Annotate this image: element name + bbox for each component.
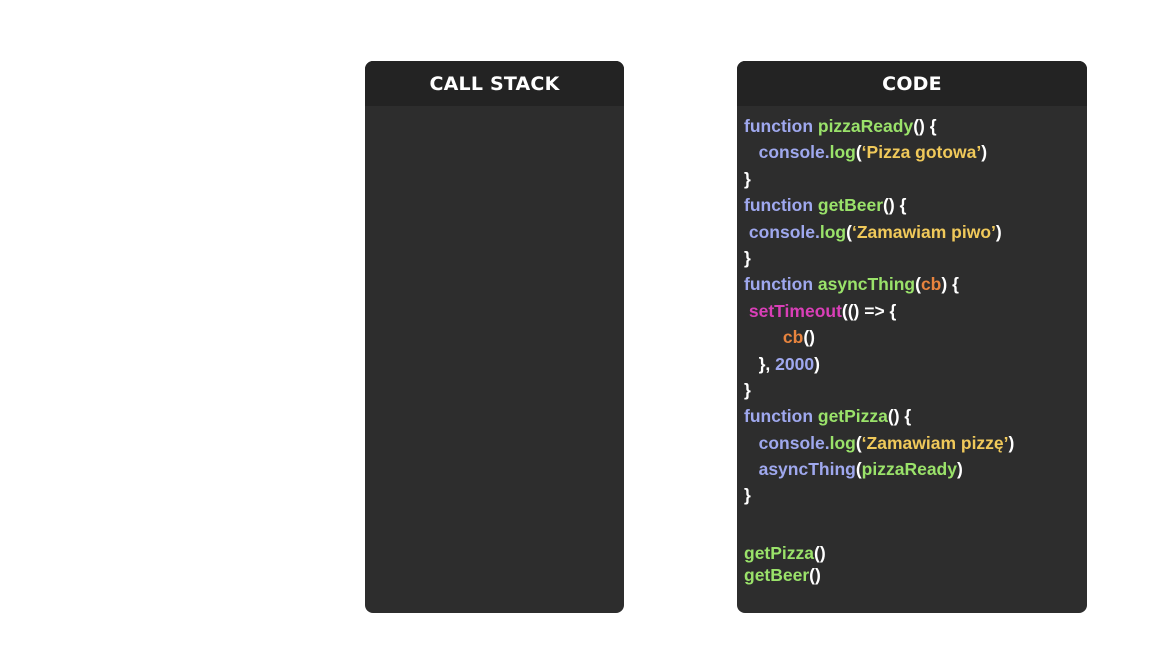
code-line: getPizza() xyxy=(744,542,1087,565)
code-line: asyncThing(pizzaReady) xyxy=(744,456,1087,482)
code-token: () xyxy=(809,565,821,586)
code-token: setTimeout xyxy=(748,300,842,321)
code-line: } xyxy=(744,166,1087,192)
code-line xyxy=(744,509,1087,542)
code-token: getBeer xyxy=(817,195,884,216)
code-token: ) xyxy=(956,459,963,480)
code-token: function xyxy=(744,274,818,295)
code-token: ‘Pizza gotowa’ xyxy=(861,142,982,163)
code-token: function xyxy=(744,406,818,427)
code-token: pizzaReady xyxy=(817,116,914,136)
code-line: function pizzaReady() { xyxy=(744,113,1087,139)
code-token xyxy=(744,459,759,479)
code-token: ( xyxy=(855,459,862,480)
code-token: ‘Zamawiam pizzę’ xyxy=(861,432,1009,453)
code-token: asyncThing xyxy=(817,274,916,295)
code-line: }, 2000) xyxy=(744,351,1087,377)
code-token: function xyxy=(744,195,818,216)
code-token: pizzaReady xyxy=(861,459,957,480)
code-token: } xyxy=(744,247,751,268)
code-token xyxy=(744,327,783,347)
code-token: (() => { xyxy=(841,300,897,321)
code-token: 2000 xyxy=(775,353,815,374)
code-line: setTimeout(() => { xyxy=(744,298,1087,324)
code-token: getBeer xyxy=(744,565,810,586)
code-line: cb() xyxy=(744,324,1087,350)
code-token: asyncThing xyxy=(758,459,856,480)
code-token: () { xyxy=(913,116,937,136)
code-token: ) xyxy=(814,353,820,374)
code-token: getPizza xyxy=(744,542,815,563)
code-token: ) { xyxy=(941,274,959,295)
code-line: console.log(‘Pizza gotowa’) xyxy=(744,139,1087,165)
code-line: function getBeer() { xyxy=(744,192,1087,218)
code-token: }, xyxy=(744,353,776,374)
code-token: log xyxy=(829,142,856,163)
code-line: } xyxy=(744,482,1087,508)
code-line: } xyxy=(744,245,1087,271)
code-token: ) xyxy=(1008,432,1015,453)
code-line: console.log(‘Zamawiam pizzę’) xyxy=(744,430,1087,456)
code-token: console. xyxy=(748,221,820,242)
code-token: ) xyxy=(981,142,988,163)
code-token: ( xyxy=(855,142,862,163)
code-token: () xyxy=(814,542,826,563)
code-line: getBeer() xyxy=(744,564,1087,587)
call-stack-title: CALL STACK xyxy=(365,61,624,106)
call-stack-panel: CALL STACK xyxy=(365,61,624,613)
code-token: ( xyxy=(855,432,862,453)
code-token: () { xyxy=(883,195,907,216)
code-token: ( xyxy=(846,221,852,242)
code-panel: CODE function pizzaReady() { console.log… xyxy=(737,61,1087,613)
code-token: cb xyxy=(920,274,942,295)
code-line: function asyncThing(cb) { xyxy=(744,271,1087,297)
code-token: ) xyxy=(995,221,1002,242)
code-token: getPizza xyxy=(817,406,888,427)
code-token: } xyxy=(744,485,751,506)
code-token: console. xyxy=(758,432,830,453)
code-token: () { xyxy=(887,406,912,427)
code-title: CODE xyxy=(737,61,1087,106)
code-token: () xyxy=(803,327,815,348)
code-token: ( xyxy=(915,274,921,295)
code-token: } xyxy=(744,379,751,400)
code-token xyxy=(744,142,759,162)
code-token: console. xyxy=(758,142,830,163)
code-token: log xyxy=(829,432,856,453)
code-token: ‘Zamawiam piwo’ xyxy=(851,221,996,242)
code-line: console.log(‘Zamawiam piwo’) xyxy=(744,219,1087,245)
code-body: function pizzaReady() { console.log(‘Piz… xyxy=(737,106,1087,587)
code-token xyxy=(744,433,759,453)
code-token: log xyxy=(819,221,847,242)
code-token: } xyxy=(744,168,751,189)
code-token: cb xyxy=(782,327,804,348)
code-token: function xyxy=(744,116,818,136)
code-line: } xyxy=(744,377,1087,403)
code-line: function getPizza() { xyxy=(744,403,1087,429)
